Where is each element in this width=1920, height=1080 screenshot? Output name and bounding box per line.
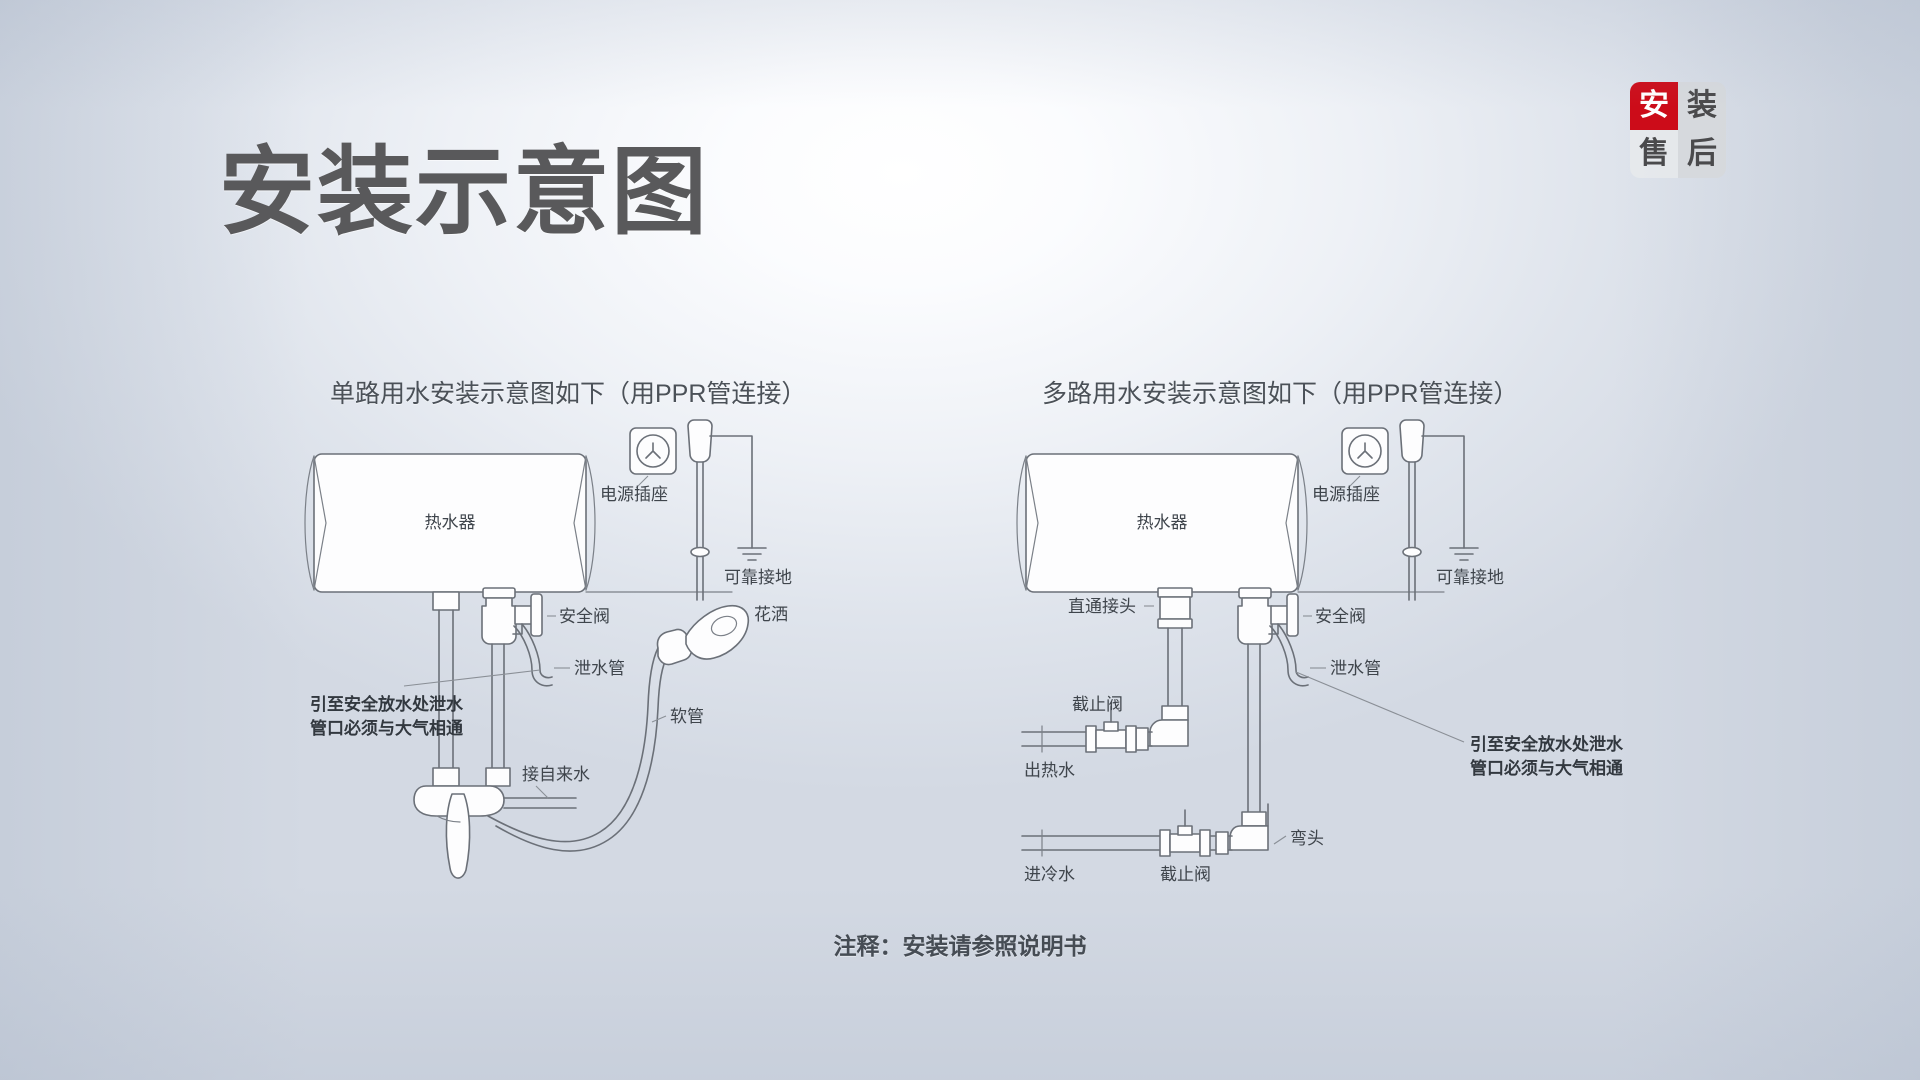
diagram-header-single: 单路用水安装示意图如下（用PPR管连接） xyxy=(330,380,807,408)
cord-clip xyxy=(1402,546,1422,558)
diagram-header-multi: 多路用水安装示意图如下（用PPR管连接） xyxy=(1042,380,1519,408)
safety-valve-label: 安全阀 xyxy=(1315,607,1366,626)
safety-valve-downpipe xyxy=(485,643,511,787)
warning-line2-right: 管口必须与大气相通 xyxy=(1470,758,1623,778)
shower-head-label: 花洒 xyxy=(754,605,788,624)
hose-label: 软管 xyxy=(670,707,704,726)
tap-water-inlet-label: 接自来水 xyxy=(522,765,590,784)
shower-head-icon xyxy=(656,604,750,666)
elbow-label: 弯头 xyxy=(1290,829,1324,848)
mixer-faucet xyxy=(413,785,505,879)
ground-symbol-icon xyxy=(1449,547,1479,561)
hot-water-out-label: 出热水 xyxy=(1024,761,1075,780)
stop-valve-hot-icon xyxy=(1085,705,1137,753)
hot-riser-pipe xyxy=(1161,627,1189,721)
straight-coupling-icon xyxy=(1157,587,1193,629)
hot-water-elbow xyxy=(1149,719,1189,747)
cold-water-elbow xyxy=(1229,803,1269,851)
straight-coupling-label: 直通接头 xyxy=(1068,597,1136,616)
shower-hose xyxy=(487,647,669,852)
power-socket-icon xyxy=(1341,427,1389,475)
warning-line1-left: 引至安全放水处泄水 xyxy=(310,694,464,714)
tap-water-leader xyxy=(535,785,549,799)
water-heater-label: 热水器 xyxy=(1137,513,1188,532)
elbow-leader xyxy=(1273,835,1287,845)
power-socket-label: 电源插座 xyxy=(600,485,668,504)
footer-note: 注释：安装请参照说明书 xyxy=(833,933,1087,959)
logo-char-shou: 售 xyxy=(1630,130,1678,178)
drain-pipe-label: 泄水管 xyxy=(574,659,625,678)
cold-water-in-label: 进冷水 xyxy=(1024,865,1075,884)
diagram-multi-supply: 热水器 电源插座 可靠接地 xyxy=(1012,419,1672,900)
warning-line1-right: 引至安全放水处泄水 xyxy=(1470,734,1624,754)
warning-leader-left xyxy=(403,669,541,687)
power-plug-icon xyxy=(1399,419,1425,463)
power-socket-label: 电源插座 xyxy=(1312,485,1380,504)
ground-wire xyxy=(1421,435,1465,549)
water-heater-tank xyxy=(1016,453,1308,593)
diagram-single-supply: 热水器 电源插座 xyxy=(300,419,940,900)
warning-line2-left: 管口必须与大气相通 xyxy=(310,718,463,738)
hot-outlet-pipe xyxy=(432,591,460,787)
socket-leader xyxy=(635,475,649,489)
reliable-ground-label: 可靠接地 xyxy=(1436,568,1504,587)
logo-char-an: 安 xyxy=(1630,82,1678,130)
page-title: 安装示意图 xyxy=(219,139,709,246)
ground-wire xyxy=(709,435,753,549)
reliable-ground-label: 可靠接地 xyxy=(724,568,792,587)
power-plug-icon xyxy=(687,419,713,463)
socket-leader xyxy=(1347,475,1361,489)
power-socket-icon xyxy=(629,427,677,475)
ground-symbol-icon xyxy=(737,547,767,561)
logo-char-zhuang: 装 xyxy=(1678,82,1726,130)
logo-char-hou: 后 xyxy=(1678,130,1726,178)
water-heater-label: 热水器 xyxy=(425,513,476,532)
brand-logo: 安 装 售 后 xyxy=(1630,82,1726,178)
cord-clip xyxy=(690,546,710,558)
safety-valve-label: 安全阀 xyxy=(559,607,610,626)
drain-pipe-label: 泄水管 xyxy=(1330,659,1381,678)
safety-valve-downpipe xyxy=(1241,643,1267,827)
warning-leader-right xyxy=(1295,671,1465,743)
tap-water-inlet-pipe xyxy=(503,797,577,809)
safety-valve-icon xyxy=(481,587,543,645)
safety-valve-icon xyxy=(1237,587,1299,645)
stop-valve-cold-icon xyxy=(1159,809,1211,857)
water-heater-tank xyxy=(304,453,596,593)
stop-valve-hot-label: 截止阀 xyxy=(1072,695,1123,714)
stop-valve-cold-label: 截止阀 xyxy=(1160,865,1211,884)
drain-pipe xyxy=(1269,623,1309,687)
hose-leader xyxy=(651,715,667,723)
